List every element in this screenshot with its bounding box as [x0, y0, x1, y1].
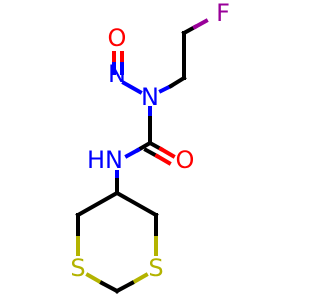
- bond-carbonyl-double: [143, 140, 176, 166]
- bond-nitroso-double: [112, 51, 124, 75]
- bond-ch2-f: [181, 18, 209, 36]
- molecule-structure-diagram: O N N F O HN S S: [70, 0, 230, 294]
- ring-dithiane-bonds: [75, 190, 159, 294]
- bond-nn: [121, 80, 143, 95]
- atom-oxygen-carbonyl: O: [176, 146, 195, 174]
- atom-fluorine: F: [216, 0, 230, 27]
- atom-nitrogen-nitroso: N: [108, 60, 126, 88]
- atom-sulfur-right: S: [148, 254, 163, 282]
- atom-oxygen-nitroso: O: [108, 24, 127, 52]
- atom-sulfur-left: S: [70, 254, 85, 282]
- bond-c-nh: [124, 140, 153, 159]
- atom-nitrogen-amide: N: [141, 83, 159, 111]
- atom-nh: HN: [87, 146, 123, 174]
- bond-n-ch2: [158, 75, 187, 94]
